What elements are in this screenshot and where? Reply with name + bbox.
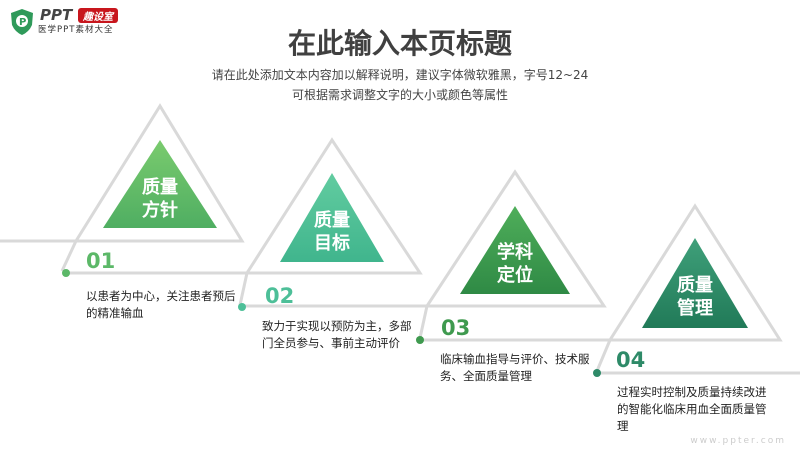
label-line: 质量 — [314, 210, 350, 231]
outline-triangle-1 — [0, 103, 245, 272]
step-3-number: 03 — [441, 316, 471, 340]
svg-text:P: P — [19, 17, 26, 28]
label-line: 管理 — [677, 298, 713, 319]
page-title: 在此输入本页标题 — [287, 27, 512, 60]
label-line: 质量 — [142, 177, 178, 198]
step-4-description: 过程实时控制及质量持续改进的智能化临床用血全面质量管理 — [617, 385, 767, 433]
outline-triangle-3 — [242, 169, 607, 339]
watermark: www.ppter.com — [690, 436, 786, 446]
dot-3 — [416, 336, 424, 344]
label-line: 方针 — [142, 200, 178, 221]
dot-2 — [238, 303, 246, 311]
dot-4 — [593, 369, 601, 377]
triangle-fill-2 — [280, 173, 384, 262]
shield-logo-icon: P — [10, 8, 34, 36]
step-4-label: 质量管理 — [655, 274, 735, 320]
label-line: 定位 — [497, 265, 533, 286]
step-2-number: 02 — [265, 284, 295, 308]
step-2-label: 质量目标 — [292, 209, 372, 255]
logo-brand: PPT — [40, 6, 73, 24]
step-1-description: 以患者为中心，关注患者预后的精准输血 — [86, 289, 236, 320]
step-1-label: 质量方针 — [120, 176, 200, 222]
step-3-label: 学科定位 — [475, 241, 555, 287]
subtitle-line-2: 可根据需求调整文字的大小或颜色等属性 — [291, 88, 508, 102]
step-3-description: 临床输血指导与评价、技术服务、全面质量管理 — [440, 352, 590, 383]
triangle-fill-3 — [460, 206, 570, 294]
subtitle-line-1: 请在此处添加文本内容加以解释说明，建议字体微软雅黑，字号12~24 — [211, 68, 589, 82]
logo-tagline: 医学PPT素材大全 — [38, 25, 114, 35]
dot-1 — [62, 269, 70, 277]
label-line: 目标 — [314, 233, 350, 254]
step-2-description: 致力于实现以预防为主，多部门全员参与、事前主动评价 — [262, 319, 412, 350]
outline-triangle-4 — [420, 203, 783, 372]
step-1-number: 01 — [86, 249, 116, 273]
outline-triangle-2 — [66, 137, 423, 306]
label-line: 质量 — [677, 275, 713, 296]
logo-badge: 趣设室 — [78, 8, 118, 23]
triangle-fill-4 — [642, 238, 748, 328]
label-line: 学科 — [497, 242, 533, 263]
triangle-fill-1 — [103, 140, 217, 228]
step-4-number: 04 — [616, 348, 646, 372]
